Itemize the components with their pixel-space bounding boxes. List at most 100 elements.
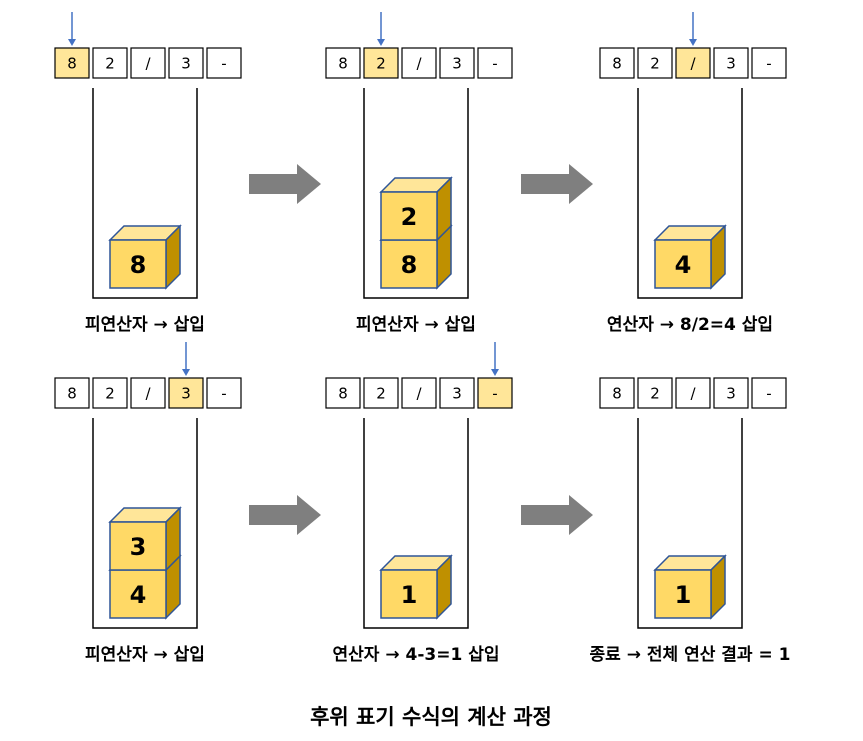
stack-container	[92, 88, 198, 299]
token-label: 2	[376, 55, 386, 73]
token-label: 2	[376, 385, 386, 403]
token-cell	[325, 377, 361, 409]
current-token-pointer	[491, 342, 499, 376]
stack-container	[637, 418, 743, 629]
diagram-title: 후위 표기 수식의 계산 과정	[310, 705, 552, 729]
token-label: 8	[338, 55, 348, 73]
token-label: 2	[650, 55, 660, 73]
transition-arrow	[521, 495, 593, 535]
token-label: /	[416, 55, 422, 73]
cube-front-face	[380, 239, 438, 289]
cube-front-face	[654, 569, 712, 619]
stack-container	[363, 418, 469, 629]
token-cell	[713, 377, 749, 409]
token-cell	[751, 377, 787, 409]
token-cell	[713, 47, 749, 79]
token-cell	[751, 47, 787, 79]
cube-value: 4	[675, 251, 692, 279]
token-label: 2	[650, 385, 660, 403]
token-label: 8	[338, 385, 348, 403]
token-cell	[92, 47, 128, 79]
token-cell	[439, 47, 475, 79]
step-caption: 피연산자 → 삽입	[85, 645, 205, 665]
token-cell	[637, 47, 673, 79]
token-cell	[54, 377, 90, 409]
token-label: -	[766, 55, 771, 73]
token-cell	[599, 377, 635, 409]
stack-cube: 2	[379, 176, 453, 242]
token-cell	[675, 377, 711, 409]
stack-container	[92, 418, 198, 629]
token-label: 8	[67, 55, 77, 73]
cube-front-face	[109, 569, 167, 619]
cube-value: 1	[675, 581, 692, 609]
stack-container	[637, 88, 743, 299]
token-label: 8	[67, 385, 77, 403]
token-label: 3	[726, 385, 736, 403]
token-cell-current	[363, 47, 399, 79]
cube-front-face	[109, 239, 167, 289]
token-label: -	[492, 385, 497, 403]
step-caption: 연산자 → 8/2=4 삽입	[607, 315, 773, 335]
token-cell	[363, 377, 399, 409]
token-label: -	[221, 55, 226, 73]
stack-cube: 3	[108, 506, 182, 572]
current-token-pointer	[182, 342, 190, 376]
cube-front-face	[654, 239, 712, 289]
token-cell	[401, 47, 437, 79]
cube-value: 3	[130, 533, 147, 561]
token-label: 2	[105, 385, 115, 403]
current-token-pointer	[689, 12, 697, 46]
token-label: 2	[105, 55, 115, 73]
current-token-pointer	[377, 12, 385, 46]
cube-value: 8	[130, 251, 147, 279]
token-sequence: 8 2 / 3 -	[599, 47, 787, 79]
token-label: -	[221, 385, 226, 403]
token-label: 3	[726, 55, 736, 73]
token-sequence: 8 2 / 3 -	[54, 377, 242, 409]
step-caption: 연산자 → 4-3=1 삽입	[333, 645, 500, 665]
stack-cube: 1	[379, 554, 453, 620]
token-cell	[130, 47, 166, 79]
step-caption: 종료 → 전체 연산 결과 = 1	[590, 645, 791, 665]
token-cell-current	[675, 47, 711, 79]
transition-arrow	[249, 495, 321, 535]
token-label: /	[690, 55, 696, 73]
token-label: /	[145, 385, 151, 403]
token-cell-current	[477, 377, 513, 409]
step-caption: 피연산자 → 삽입	[85, 315, 205, 335]
current-token-pointer	[68, 12, 76, 46]
transition-arrow	[521, 164, 593, 204]
step-panel: 8 2 / 3 - 4 연산자 → 8/2=4 삽입	[599, 12, 787, 335]
token-cell	[401, 377, 437, 409]
stack-cube: 1	[653, 554, 727, 620]
token-cell	[168, 47, 204, 79]
token-cell	[477, 47, 513, 79]
token-label: 3	[181, 55, 191, 73]
token-cell	[206, 377, 242, 409]
cube-front-face	[380, 569, 438, 619]
token-cell	[130, 377, 166, 409]
cube-value: 2	[401, 203, 418, 231]
cube-front-face	[380, 191, 438, 241]
token-cell-current	[54, 47, 90, 79]
token-label: 3	[181, 385, 191, 403]
token-label: /	[416, 385, 422, 403]
cube-value: 1	[401, 581, 418, 609]
cube-front-face	[109, 521, 167, 571]
stack-cube: 8	[108, 224, 182, 290]
token-cell-current	[168, 377, 204, 409]
token-cell	[599, 47, 635, 79]
token-label: 8	[612, 385, 622, 403]
stack-container	[363, 88, 469, 299]
step-caption: 피연산자 → 삽입	[356, 315, 476, 335]
token-label: 8	[612, 55, 622, 73]
